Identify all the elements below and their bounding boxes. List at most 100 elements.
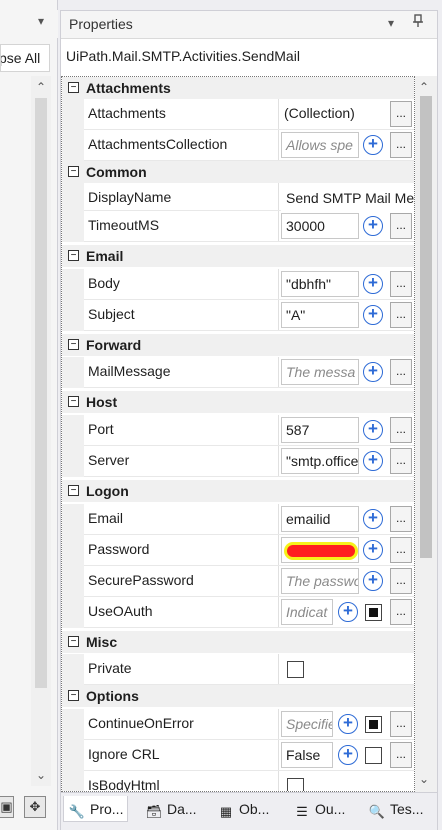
mailmessage-input[interactable]: The messa [281, 359, 359, 385]
add-expression-icon[interactable]: + [363, 362, 383, 382]
add-expression-icon[interactable]: + [338, 714, 358, 734]
ellipsis-button[interactable]: ... [390, 132, 412, 158]
property-row-securepassword[interactable]: SecurePassword The passwo + ... [62, 566, 414, 597]
test-icon: 🔍 [368, 804, 386, 819]
add-expression-icon[interactable]: + [363, 274, 383, 294]
tab-data[interactable]: 🗃Da... [145, 801, 197, 819]
property-row-password[interactable]: Password + ... [62, 535, 414, 566]
tab-object[interactable]: ▦Ob... [217, 796, 270, 822]
property-row-useoauth[interactable]: UseOAuth Indicat + ... [62, 597, 414, 628]
scroll-down-arrow[interactable]: ⌄ [419, 772, 430, 786]
property-row-continueonerror[interactable]: ContinueOnError Specifie + ... [62, 709, 414, 740]
add-expression-icon[interactable]: + [363, 135, 383, 155]
timeoutms-input[interactable]: 30000 [281, 213, 359, 239]
body-input[interactable]: "dbhfh" [281, 271, 359, 297]
ellipsis-button[interactable]: ... [390, 101, 412, 127]
property-row-timeoutms[interactable]: TimeoutMS 30000 + ... [62, 211, 414, 242]
chevron-down-icon[interactable]: ▾ [38, 14, 45, 28]
ellipsis-button[interactable]: ... [390, 213, 412, 239]
category-options[interactable]: − Options [62, 685, 414, 707]
password-input[interactable] [281, 537, 359, 563]
property-row-ignorecrl[interactable]: Ignore CRL False + ... [62, 740, 414, 771]
tab-outline[interactable]: ☰Ou... [293, 796, 345, 822]
add-expression-icon[interactable]: + [363, 305, 383, 325]
continueonerror-checkbox[interactable] [365, 716, 382, 733]
ellipsis-button[interactable]: ... [390, 506, 412, 532]
add-expression-icon[interactable]: + [363, 216, 383, 236]
ellipsis-button[interactable]: ... [390, 742, 412, 768]
ellipsis-button[interactable]: ... [390, 302, 412, 328]
useoauth-input[interactable]: Indicat [281, 599, 333, 625]
ellipsis-button[interactable]: ... [390, 359, 412, 385]
scroll-down-arrow[interactable]: ⌄ [36, 768, 47, 782]
chevron-down-icon[interactable]: ▾ [388, 16, 395, 30]
category-label: Forward [86, 337, 142, 353]
add-expression-icon[interactable]: + [363, 509, 383, 529]
port-input[interactable]: 587 [281, 417, 359, 443]
ellipsis-button[interactable]: ... [390, 711, 412, 737]
property-row-subject[interactable]: Subject "A" + ... [62, 300, 414, 331]
property-row-attachmentscollection[interactable]: AttachmentsCollection Allows spe + ... [62, 130, 414, 161]
collapse-icon[interactable]: − [68, 339, 79, 350]
scroll-up-arrow[interactable]: ⌃ [419, 80, 430, 94]
ellipsis-button[interactable]: ... [390, 417, 412, 443]
useoauth-checkbox[interactable] [365, 604, 382, 621]
ellipsis-button[interactable]: ... [390, 568, 412, 594]
email-input[interactable]: emailid [281, 506, 359, 532]
property-row-private[interactable]: Private [62, 654, 414, 685]
ellipsis-button[interactable]: ... [390, 448, 412, 474]
expand-icon[interactable]: ✥ [24, 796, 46, 818]
add-expression-icon[interactable]: + [363, 451, 383, 471]
collapse-icon[interactable]: − [68, 250, 79, 261]
category-logon[interactable]: − Logon [62, 480, 414, 502]
scroll-up-arrow[interactable]: ⌃ [36, 80, 47, 94]
category-misc[interactable]: − Misc [62, 631, 414, 653]
collapse-icon[interactable]: − [68, 396, 79, 407]
ellipsis-button[interactable]: ... [390, 599, 412, 625]
collapse-icon[interactable]: − [68, 485, 79, 496]
attachmentscollection-input[interactable]: Allows spe [281, 132, 359, 158]
add-expression-icon[interactable]: + [363, 571, 383, 591]
add-expression-icon[interactable]: + [338, 602, 358, 622]
ignorecrl-input[interactable]: False [281, 742, 333, 768]
isbodyhtml-checkbox[interactable] [287, 778, 304, 791]
fit-icon[interactable]: ▣ [0, 796, 14, 818]
private-checkbox[interactable] [287, 661, 304, 678]
collapse-icon[interactable]: − [68, 82, 79, 93]
category-common[interactable]: − Common [62, 161, 414, 183]
properties-scroll-thumb[interactable] [420, 96, 432, 558]
collapse-icon[interactable]: − [68, 636, 79, 647]
data-icon: 🗃 [145, 804, 163, 819]
collapse-icon[interactable]: − [68, 166, 79, 177]
tab-properties[interactable]: 🔧Pro... [63, 796, 129, 822]
add-expression-icon[interactable]: + [363, 420, 383, 440]
ellipsis-button[interactable]: ... [390, 537, 412, 563]
displayname-input[interactable]: Send SMTP Mail Message [281, 185, 414, 211]
property-row-port[interactable]: Port 587 + ... [62, 415, 414, 446]
property-name: Email [88, 510, 124, 526]
property-row-mailmessage[interactable]: MailMessage The messa + ... [62, 357, 414, 388]
add-expression-icon[interactable]: + [338, 745, 358, 765]
category-email[interactable]: − Email [62, 245, 414, 267]
category-attachments[interactable]: − Attachments [62, 77, 414, 99]
property-row-displayname[interactable]: DisplayName Send SMTP Mail Message [62, 183, 414, 211]
subject-input[interactable]: "A" [281, 302, 359, 328]
server-input[interactable]: "smtp.office [281, 448, 359, 474]
pin-icon[interactable] [412, 14, 424, 31]
property-row-isbodyhtml[interactable]: IsBodyHtml [62, 771, 414, 791]
category-host[interactable]: − Host [62, 391, 414, 413]
tab-test[interactable]: 🔍Tes... [368, 801, 424, 819]
collapse-all-button[interactable]: pse All [0, 44, 50, 72]
collapse-icon[interactable]: − [68, 690, 79, 701]
property-row-email[interactable]: Email emailid + ... [62, 504, 414, 535]
ellipsis-button[interactable]: ... [390, 271, 412, 297]
continueonerror-input[interactable]: Specifie [281, 711, 333, 737]
category-forward[interactable]: − Forward [62, 334, 414, 356]
ignorecrl-checkbox[interactable] [365, 747, 382, 764]
property-row-body[interactable]: Body "dbhfh" + ... [62, 269, 414, 300]
property-row-attachments[interactable]: Attachments (Collection) ... [62, 99, 414, 130]
left-scroll-thumb[interactable] [35, 98, 47, 688]
securepassword-input[interactable]: The passwo [281, 568, 359, 594]
add-expression-icon[interactable]: + [363, 540, 383, 560]
property-row-server[interactable]: Server "smtp.office + ... [62, 446, 414, 477]
